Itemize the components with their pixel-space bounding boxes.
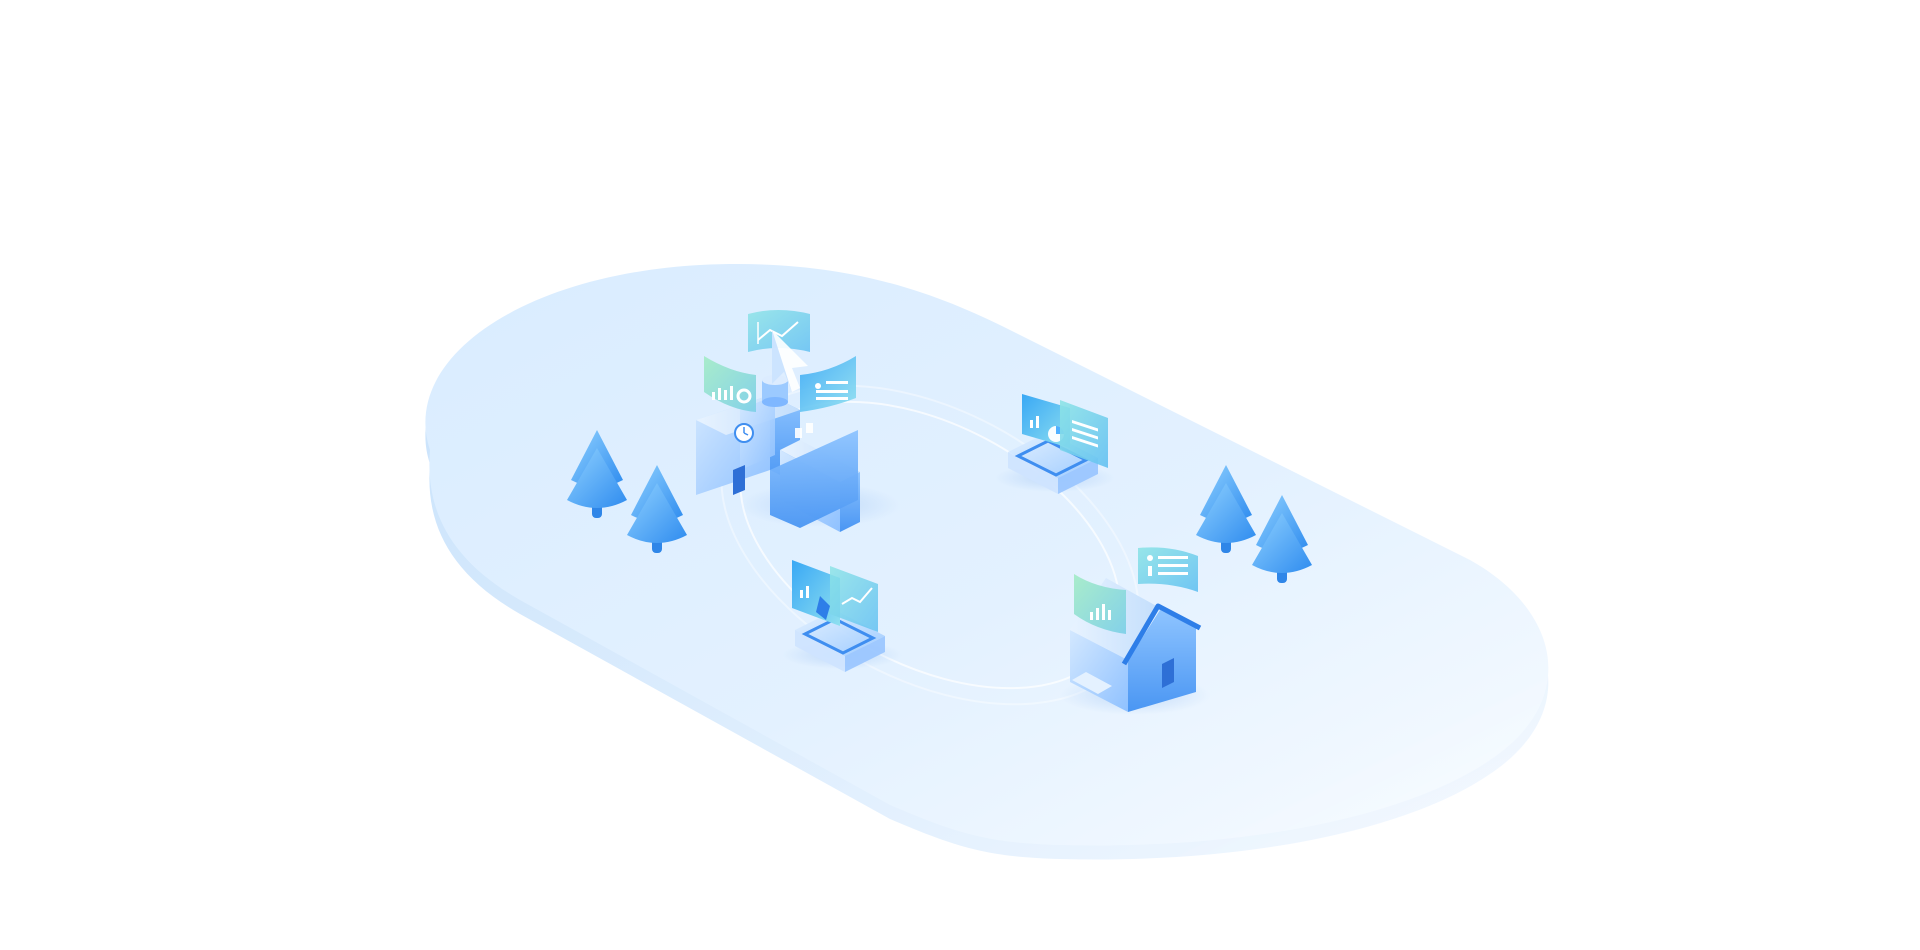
- school-dashboard-screens: [704, 310, 856, 412]
- tree-icon: [567, 430, 627, 518]
- house-dashboard-screens: [1074, 547, 1198, 634]
- clock-icon: [734, 423, 754, 443]
- tree-icon: [627, 465, 687, 553]
- school-building-icon: [696, 375, 900, 532]
- line-chart-icon: [830, 566, 878, 632]
- desk-workstation-icon: [995, 394, 1115, 494]
- bar-chart-icon: [704, 356, 756, 412]
- document-icon: [1060, 400, 1108, 468]
- bar-chart-icon: [1074, 574, 1126, 634]
- document-icon: [1138, 547, 1198, 592]
- platform: [425, 264, 1549, 860]
- line-chart-icon: [748, 310, 810, 352]
- document-icon: [800, 356, 856, 412]
- cursor-arrow-icon: [772, 330, 808, 392]
- tree-icon: [1252, 495, 1312, 583]
- tree-icon: [1196, 465, 1256, 553]
- desk-workstation-icon: [782, 560, 902, 672]
